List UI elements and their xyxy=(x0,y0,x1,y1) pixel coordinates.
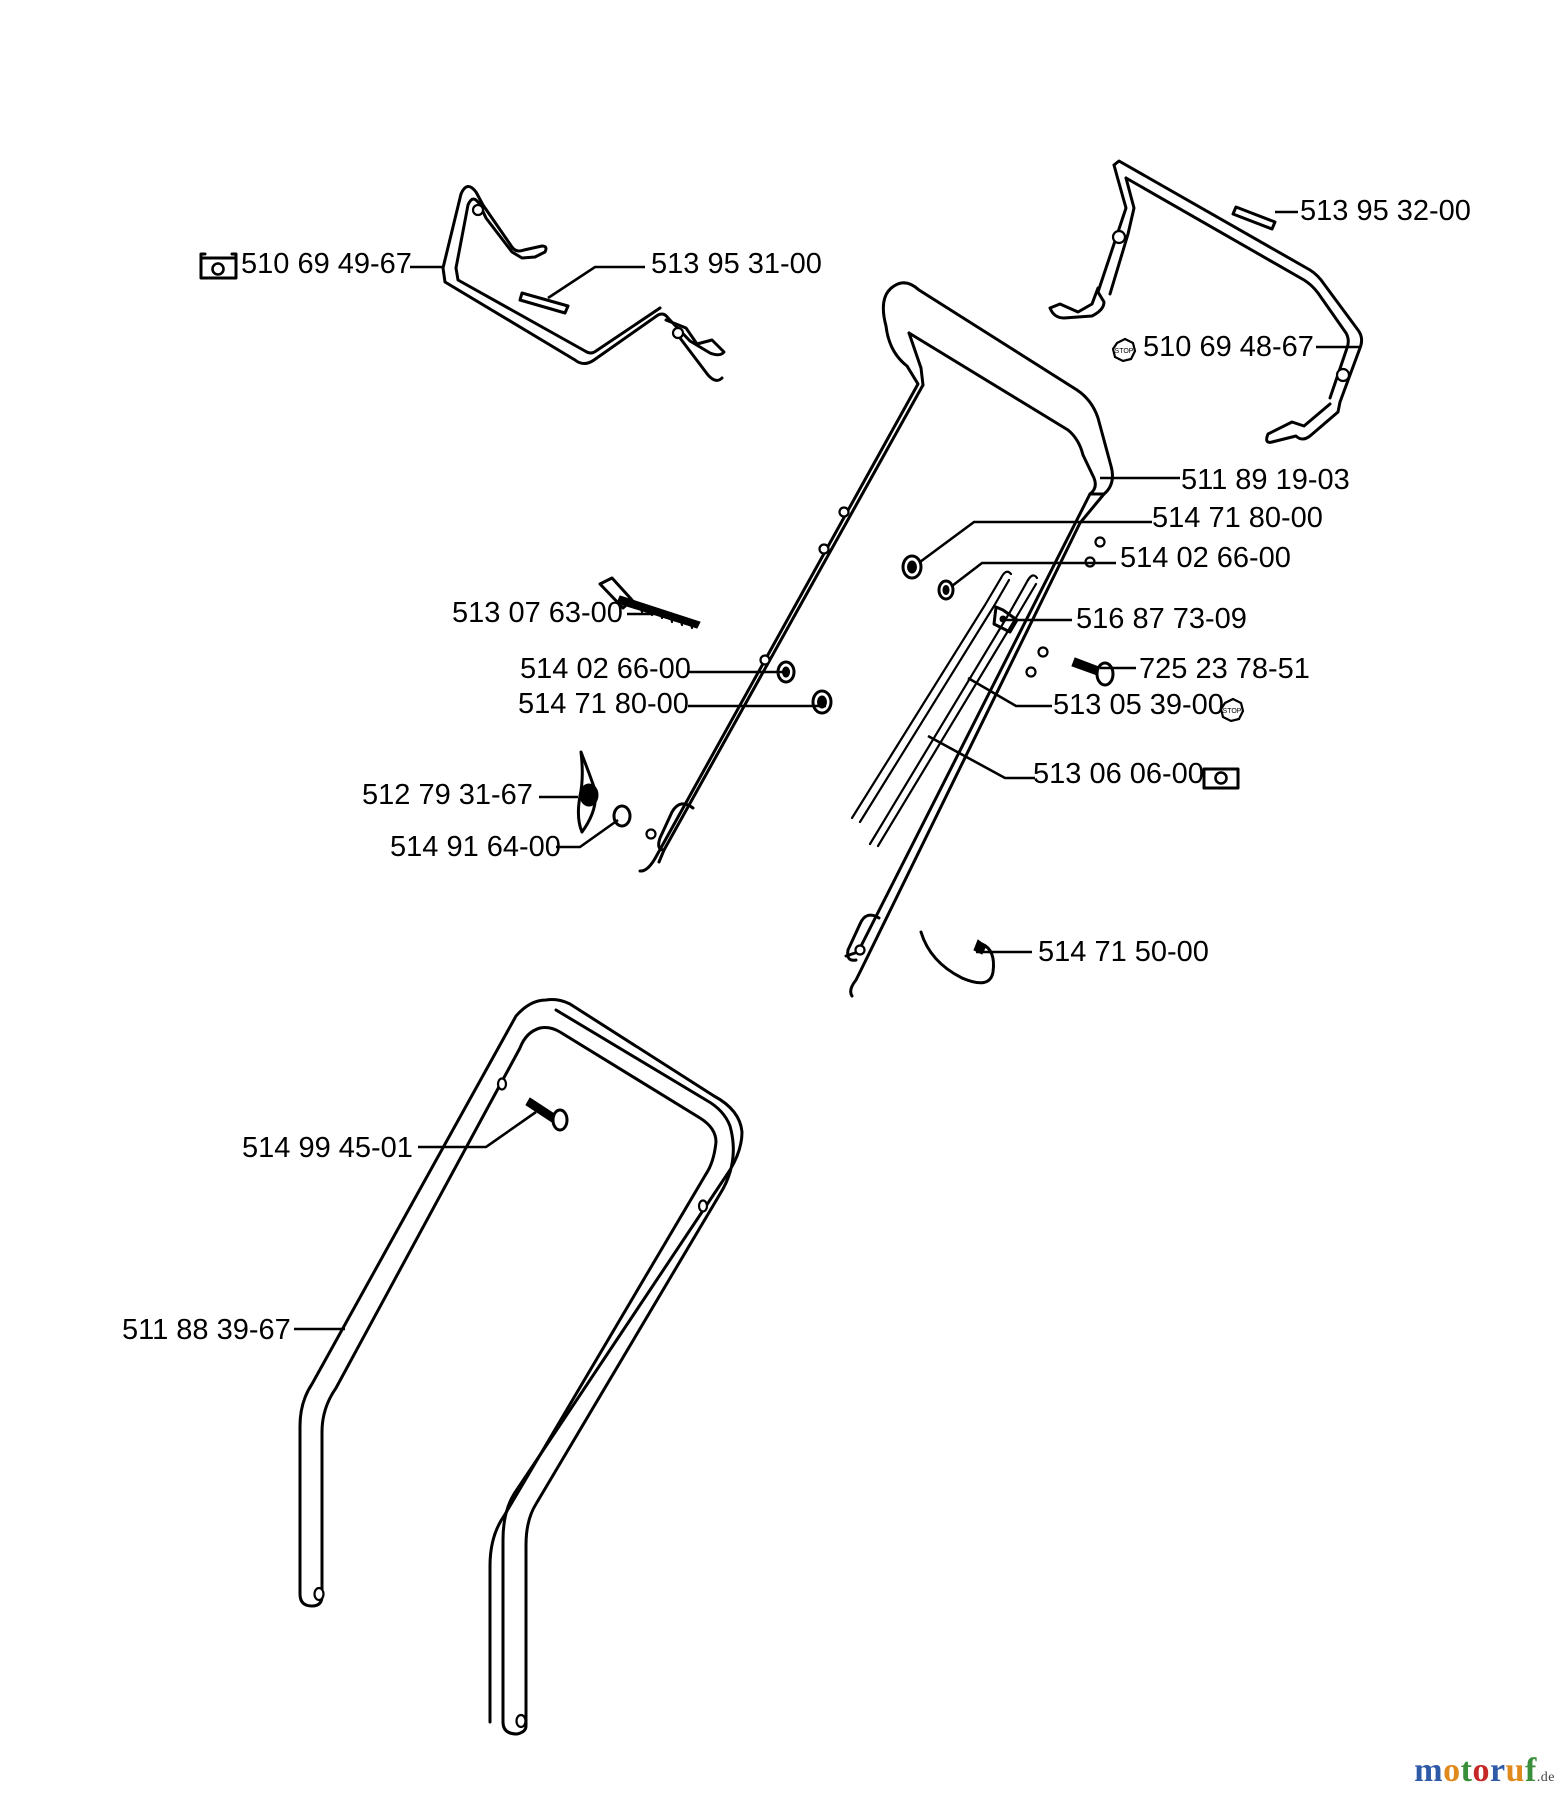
washer-514916400 xyxy=(612,804,632,828)
bolt-514994501 xyxy=(525,1097,569,1132)
label-513953200: 513 95 32-00 xyxy=(1300,195,1471,227)
washer-514026600-right xyxy=(937,579,955,601)
part-labels: 510 69 49-67 513 95 31-00 513 95 32-00 5… xyxy=(122,195,1471,1346)
label-725237851: 725 23 78-51 xyxy=(1139,653,1310,685)
label-516877309: 516 87 73-09 xyxy=(1076,603,1247,635)
nut-514718000-right xyxy=(901,554,923,580)
svg-text:STOP: STOP xyxy=(1115,348,1134,355)
leader-lines xyxy=(294,210,1360,1331)
label-511891903: 511 89 19-03 xyxy=(1181,464,1350,496)
cables xyxy=(850,570,1039,848)
label-510694867: 510 69 48-67 xyxy=(1143,331,1314,363)
control-bail-right xyxy=(1048,159,1364,444)
label-514994501: 514 99 45-01 xyxy=(242,1132,413,1164)
label-514715000: 514 71 50-00 xyxy=(1038,936,1209,968)
label-514026600-right: 514 02 66-00 xyxy=(1120,542,1291,574)
watermark-letter: u xyxy=(1505,1752,1525,1789)
label-514718000-right: 514 71 80-00 xyxy=(1152,502,1323,534)
label-514916400: 514 91 64-00 xyxy=(390,831,561,863)
label-513953100: 513 95 31-00 xyxy=(651,248,822,280)
label-514718000-left: 514 71 80-00 xyxy=(518,688,689,720)
watermark-letter: o xyxy=(1472,1752,1490,1789)
knob-512793167 xyxy=(576,750,599,834)
stop-symbol-1: STOP xyxy=(1111,337,1137,363)
watermark-letter: t xyxy=(1460,1752,1473,1789)
label-510694967: 510 69 49-67 xyxy=(241,248,412,280)
control-bail-left xyxy=(441,185,726,382)
bolt-725237851 xyxy=(1071,657,1115,687)
dont-reuse-symbol-2 xyxy=(1202,767,1240,790)
stop-symbol-2: STOP xyxy=(1219,697,1245,723)
label-514026600-left: 514 02 66-00 xyxy=(520,653,691,685)
label-513053900: 513 05 39-00 xyxy=(1053,689,1224,721)
dont-reuse-symbol-1 xyxy=(199,252,238,280)
cable-tie xyxy=(919,930,995,985)
watermark-letter: r xyxy=(1489,1752,1506,1789)
screw-513076300 xyxy=(598,576,701,630)
decal-right xyxy=(1231,205,1277,231)
upper-handle xyxy=(638,281,1114,998)
watermark-letter: m xyxy=(1414,1752,1444,1789)
label-512793167: 512 79 31-67 xyxy=(362,779,533,811)
lower-handle xyxy=(298,998,744,1736)
decal-left xyxy=(518,291,570,315)
watermark-letter: o xyxy=(1443,1752,1461,1789)
label-511883967: 511 88 39-67 xyxy=(122,1314,291,1346)
motoruf-watermark: motoruf.de xyxy=(1414,1752,1555,1790)
watermark-tld: .de xyxy=(1536,1770,1555,1785)
label-513060600: 513 06 06-00 xyxy=(1033,758,1204,790)
label-513076300: 513 07 63-00 xyxy=(452,597,623,629)
svg-text:STOP: STOP xyxy=(1223,708,1242,715)
watermark-letter: f xyxy=(1524,1752,1537,1789)
nut-514718000-left xyxy=(811,689,833,715)
